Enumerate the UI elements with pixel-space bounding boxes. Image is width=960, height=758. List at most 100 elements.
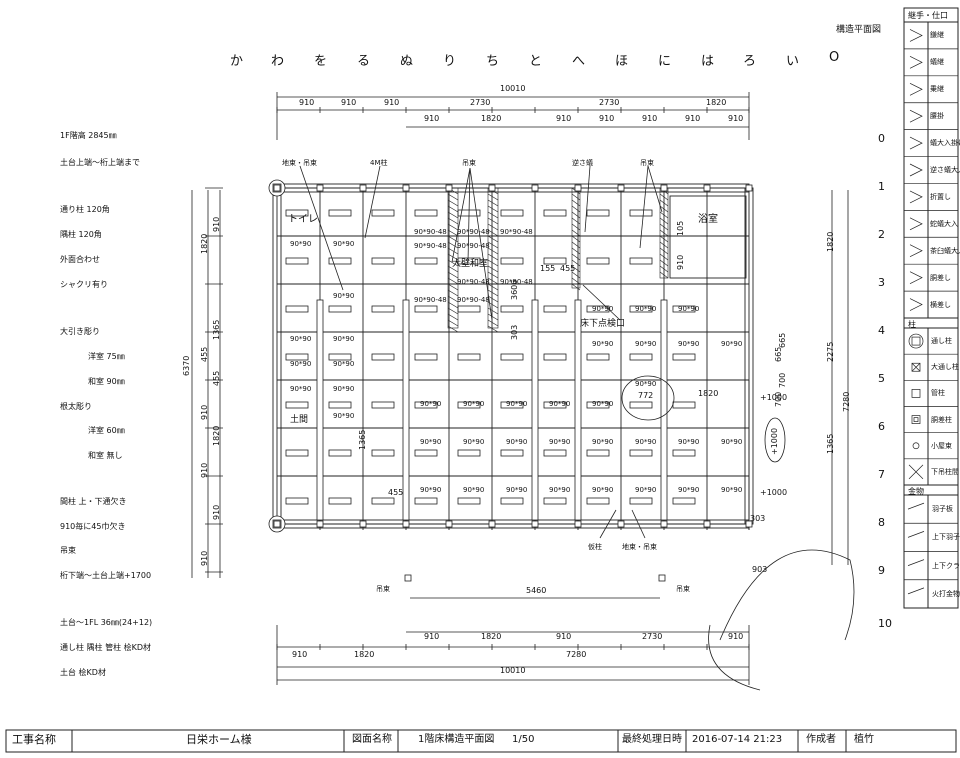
spec-note-18: 土台 桧KD材 bbox=[60, 668, 106, 677]
hatch-stroke bbox=[659, 229, 669, 237]
joist-member bbox=[586, 401, 610, 409]
hatch-stroke bbox=[447, 199, 459, 207]
grid-axis-row-4: 4 bbox=[878, 324, 885, 337]
size-label-9090: 90*90 bbox=[635, 438, 657, 446]
dim-label-303: 303 bbox=[510, 324, 519, 340]
callout-reverse-dovetail: 逆さ蟻 bbox=[572, 159, 593, 167]
earth-floor-label: 土間 bbox=[290, 415, 309, 425]
joist-member bbox=[371, 353, 395, 361]
hatch-stroke bbox=[447, 265, 459, 273]
hatch-stroke bbox=[487, 325, 499, 333]
grid-axis-row-6: 6 bbox=[878, 420, 885, 433]
joist-member bbox=[328, 209, 352, 217]
dim-right-inner-2: 7280 bbox=[842, 391, 851, 412]
hatch-stroke bbox=[659, 253, 669, 261]
dim-label-1365-plan: 1365 bbox=[358, 429, 367, 450]
hatch-stroke bbox=[447, 211, 459, 219]
footer-author-value: 植竹 bbox=[854, 734, 874, 745]
large-column-icon bbox=[911, 362, 921, 372]
size-label-9090: 90*90 bbox=[290, 240, 312, 248]
joist-member bbox=[414, 401, 438, 409]
spec-note-16: 土台～1FL 36㎜(24+12) bbox=[60, 618, 153, 627]
room-toilet-label: トイレ bbox=[288, 214, 318, 225]
hatch-stroke bbox=[447, 289, 459, 297]
joist-member bbox=[543, 401, 567, 409]
grid-axis-kana-9: ほ bbox=[615, 54, 629, 69]
hatch-stroke bbox=[447, 283, 459, 291]
hatch-stroke bbox=[659, 193, 669, 201]
hatch-stroke bbox=[487, 247, 499, 255]
hatch-stroke bbox=[447, 301, 459, 309]
legend-joint-4: 蟻大入掛け bbox=[930, 139, 960, 148]
dim-label-303-plan: 303 bbox=[750, 514, 766, 523]
grid-axis-row-3: 3 bbox=[878, 276, 885, 289]
grid-axis-kana-8: へ bbox=[572, 54, 586, 69]
spec-note-13: 910毎に45巾欠き bbox=[60, 522, 126, 531]
dim-left-inner-6: 1820 bbox=[212, 425, 221, 446]
legend-column-1: 大通し柱 bbox=[931, 363, 959, 372]
legend-hardware-header: 金物 bbox=[908, 487, 924, 496]
dim-left-outer: 6370 bbox=[182, 355, 191, 376]
hatch-stroke bbox=[487, 265, 499, 273]
joist-member bbox=[543, 353, 567, 361]
joist-member bbox=[371, 209, 395, 217]
grid-axis-kana-10: に bbox=[658, 54, 672, 69]
dim-left-inner-9: 910 bbox=[200, 550, 209, 566]
hardware-icon bbox=[907, 559, 925, 566]
footer-scale: 1/50 bbox=[512, 734, 535, 745]
hatch-stroke bbox=[447, 319, 459, 327]
hatch-stroke bbox=[571, 193, 581, 201]
dim-left-inner-4: 455 bbox=[212, 370, 221, 386]
joist-member bbox=[672, 353, 696, 361]
joist-member bbox=[285, 209, 309, 217]
size-label-9090-48: 90*90-48 bbox=[414, 242, 447, 250]
hatch-stroke bbox=[659, 241, 669, 249]
post-icon bbox=[911, 389, 921, 398]
hanging-strut-marker bbox=[658, 574, 666, 582]
joist-member bbox=[586, 449, 610, 457]
through-column-icon bbox=[911, 336, 921, 346]
dimension-ticks bbox=[205, 107, 750, 650]
joist-member bbox=[629, 353, 653, 361]
dim-label-3606: 3606 bbox=[510, 279, 519, 300]
dim-right-inner-0: 1820 bbox=[826, 231, 835, 252]
size-label-9090: 90*90 bbox=[420, 486, 442, 494]
callout-ground-strut-2: 地束・吊束 bbox=[622, 543, 657, 551]
hatch-stroke bbox=[659, 205, 669, 213]
grid-axis-kana-6: ち bbox=[486, 54, 500, 69]
dim-label-772: 772 bbox=[638, 391, 654, 400]
size-label-9090-48: 90*90-48 bbox=[457, 242, 490, 250]
joist-member bbox=[371, 497, 395, 505]
joint-symbol-icon bbox=[909, 244, 923, 258]
joint-symbol-icon bbox=[909, 190, 923, 204]
size-label-9090: 90*90 bbox=[333, 385, 355, 393]
legend-column-0: 通し柱 bbox=[931, 337, 952, 346]
dim-top-row1-4: 2730 bbox=[599, 98, 620, 107]
size-label-9090: 90*90 bbox=[721, 438, 743, 446]
post-marker bbox=[445, 520, 453, 528]
joist-member bbox=[414, 305, 438, 313]
callout-temp-post: 仮柱 bbox=[588, 543, 602, 551]
joint-symbol-icon bbox=[909, 136, 923, 150]
joist-member bbox=[672, 449, 696, 457]
hatch-stroke bbox=[447, 271, 459, 279]
room-bath-label: 浴室 bbox=[698, 214, 718, 225]
callout-hanging-strut-2: 吊束 bbox=[640, 159, 654, 167]
joist-member bbox=[285, 401, 309, 409]
post-marker bbox=[316, 184, 324, 192]
dim-bottom-row1-1: 1820 bbox=[481, 632, 502, 641]
hatch-stroke bbox=[487, 295, 499, 303]
hatch-stroke bbox=[659, 265, 669, 273]
post-marker bbox=[745, 520, 753, 528]
dim-left-inner-3: 455 bbox=[200, 346, 209, 362]
grid-axis-kana-4: ぬ bbox=[400, 54, 414, 69]
hatch-stroke bbox=[571, 253, 581, 261]
size-label-9090: 90*90 bbox=[290, 360, 312, 368]
hatch-stroke bbox=[487, 211, 499, 219]
dim-top-row1-2: 910 bbox=[384, 98, 400, 107]
dim-top-row2-3: 910 bbox=[599, 114, 615, 123]
dim-top-total: 10010 bbox=[500, 84, 526, 93]
dim-top-row1-1: 910 bbox=[341, 98, 357, 107]
joist-member bbox=[328, 497, 352, 505]
